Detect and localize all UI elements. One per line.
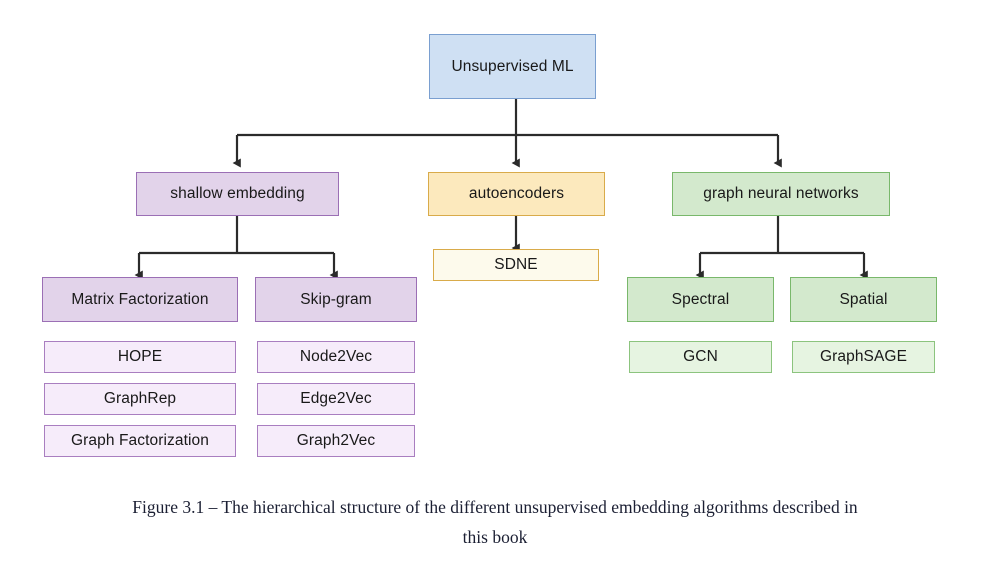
node-unsupervised-ml[interactable]: Unsupervised ML <box>429 34 596 99</box>
node-graph-neural-networks[interactable]: graph neural networks <box>672 172 890 216</box>
node-hope[interactable]: HOPE <box>44 341 236 373</box>
node-shallow-embedding[interactable]: shallow embedding <box>136 172 339 216</box>
figure-caption-line-2: this book <box>462 527 528 547</box>
node-spectral[interactable]: Spectral <box>627 277 774 322</box>
node-node2vec[interactable]: Node2Vec <box>257 341 415 373</box>
node-matrix-factorization[interactable]: Matrix Factorization <box>42 277 238 322</box>
node-graphrep[interactable]: GraphRep <box>44 383 236 415</box>
diagram-canvas: Unsupervised ML shallow embedding autoen… <box>42 34 937 457</box>
node-autoencoders[interactable]: autoencoders <box>428 172 605 216</box>
node-edge2vec[interactable]: Edge2Vec <box>257 383 415 415</box>
node-gcn[interactable]: GCN <box>629 341 772 373</box>
node-skip-gram[interactable]: Skip-gram <box>255 277 417 322</box>
node-graphsage[interactable]: GraphSAGE <box>792 341 935 373</box>
node-graph-factorization[interactable]: Graph Factorization <box>44 425 236 457</box>
figure-caption-line-1: Figure 3.1 – The hierarchical structure … <box>132 497 858 517</box>
node-spatial[interactable]: Spatial <box>790 277 937 322</box>
node-sdne[interactable]: SDNE <box>433 249 599 281</box>
figure-caption: Figure 3.1 – The hierarchical structure … <box>0 492 990 552</box>
node-graph2vec[interactable]: Graph2Vec <box>257 425 415 457</box>
